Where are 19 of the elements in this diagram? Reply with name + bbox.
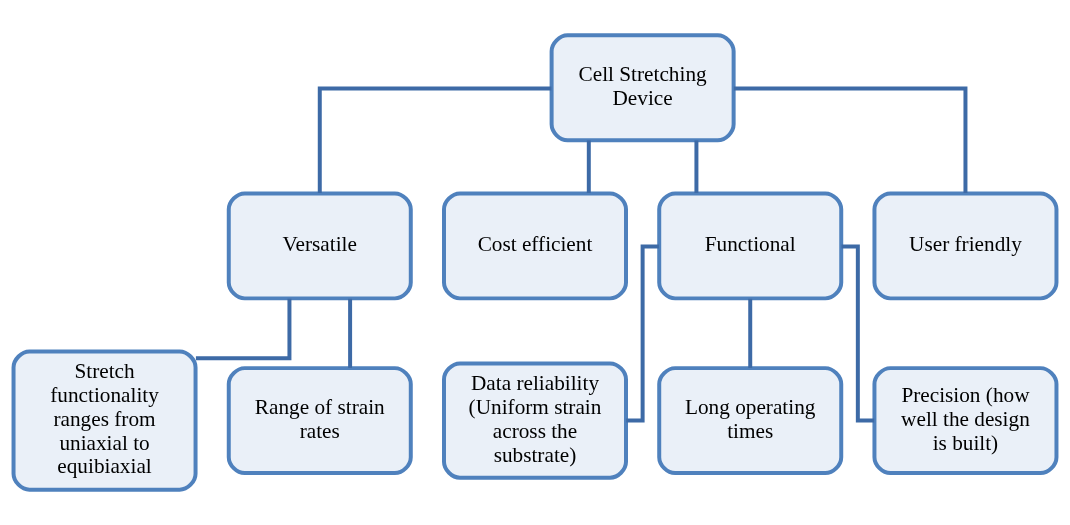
node-box: User friendly bbox=[872, 191, 1059, 301]
node-box: Cell Stretching Device bbox=[549, 33, 736, 143]
node-box: Stretch functionality ranges from uniaxial to equibiaxial bbox=[11, 349, 198, 492]
connector bbox=[733, 86, 968, 194]
node-box: Functional bbox=[657, 191, 844, 301]
node-box: Cost efficient bbox=[442, 191, 628, 301]
connector bbox=[694, 140, 699, 193]
node-box: Data reliability (Uniform strain across the substrate) bbox=[442, 361, 628, 480]
connector bbox=[748, 298, 753, 368]
connector bbox=[626, 244, 659, 423]
connector bbox=[586, 140, 591, 193]
connector bbox=[317, 86, 552, 194]
node-box: Versatile bbox=[226, 191, 413, 301]
connector bbox=[195, 298, 292, 361]
connector bbox=[841, 244, 875, 423]
node-box: Precision (how well the design is built) bbox=[872, 366, 1059, 476]
node-box: Range of strain rates bbox=[226, 366, 413, 476]
connector bbox=[348, 298, 353, 368]
node-box: Long operating times bbox=[657, 366, 844, 476]
